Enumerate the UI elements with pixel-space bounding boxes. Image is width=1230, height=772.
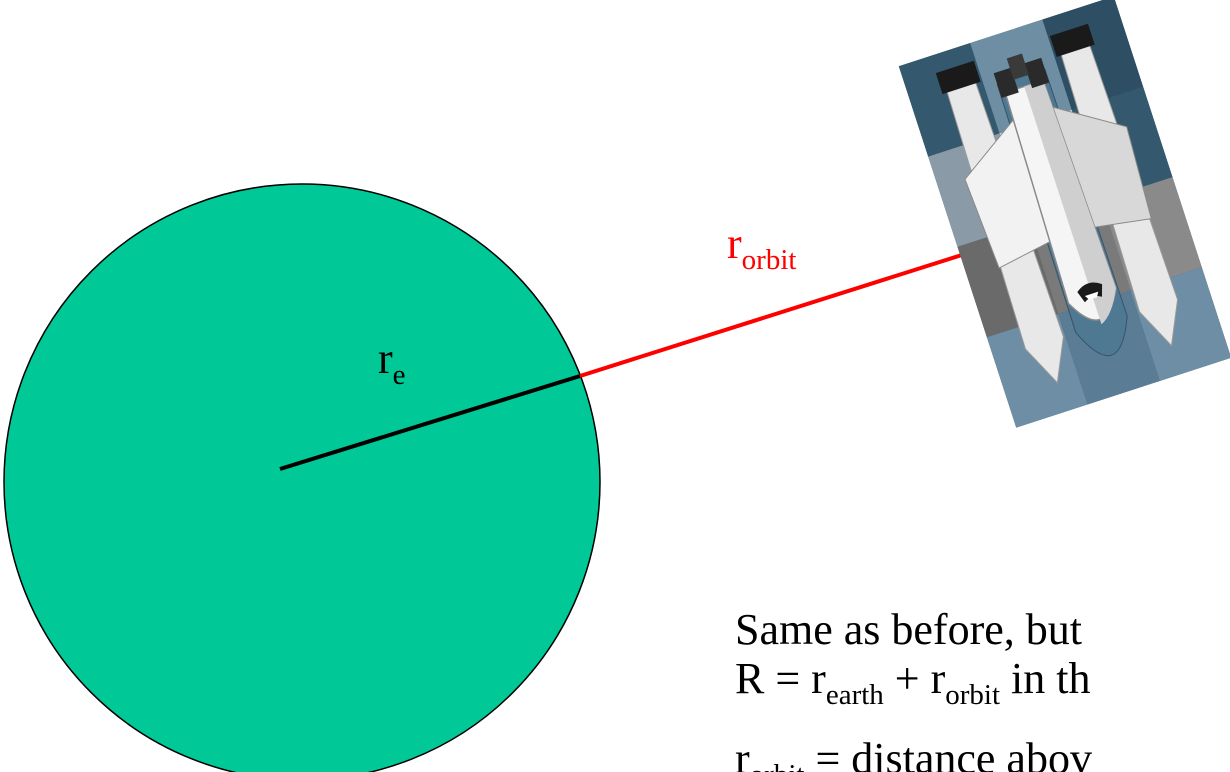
line2-part2: + r	[883, 654, 946, 703]
earth-radius-label: re	[378, 337, 406, 390]
line4-part1: r	[735, 734, 750, 772]
line4-part2: = distance abov	[804, 734, 1092, 772]
body-text-line-4: rorbit = distance abov	[735, 737, 1092, 772]
line2-sub1: earth	[825, 679, 884, 712]
earth-radius-line	[279, 374, 581, 471]
line2-part3: in th	[1000, 654, 1091, 703]
orbit-radius-label-sub: orbit	[741, 244, 797, 277]
line2-part1: R = r	[735, 654, 826, 703]
space-shuttle-icon	[898, 0, 1230, 428]
orbit-radius-label-base: r	[727, 219, 742, 268]
body-text-line-2: R = rearth + rorbit in th	[735, 657, 1091, 710]
earth-radius-label-base: r	[378, 334, 393, 383]
earth-radius-label-sub: e	[392, 359, 406, 392]
line4-sub1: orbit	[750, 759, 805, 772]
line2-sub2: orbit	[945, 679, 1001, 712]
earth-circle	[3, 183, 601, 772]
body-text-line-1: Same as before, but	[735, 605, 1082, 654]
orbit-radius-line	[579, 252, 966, 378]
orbit-radius-label: rorbit	[727, 222, 796, 275]
